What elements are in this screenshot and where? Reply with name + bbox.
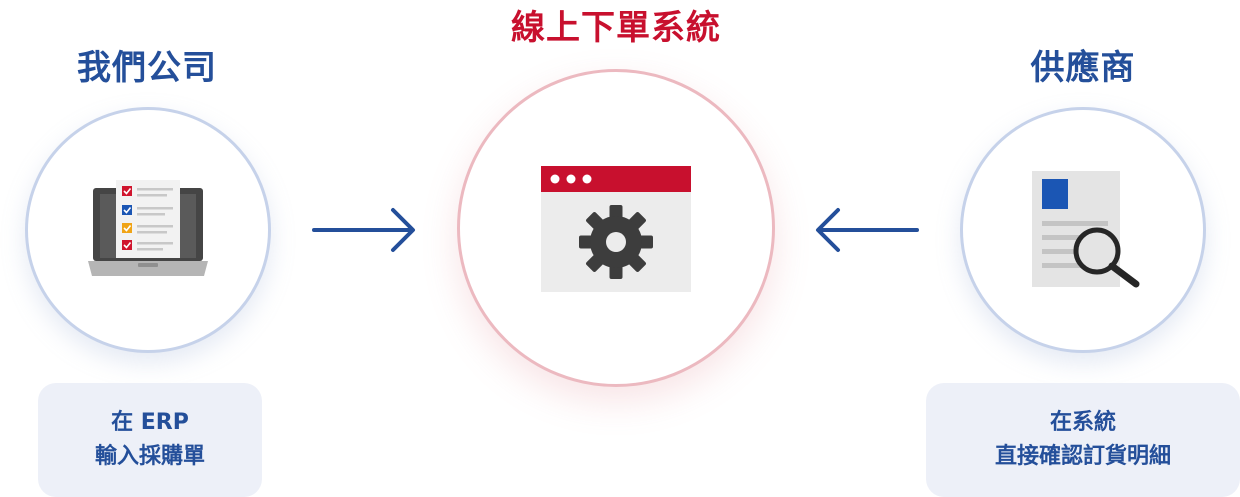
our-company-caption-line1: 在 ERP <box>111 410 189 435</box>
our-company-caption: 在 ERP 輸入採購單 <box>38 383 262 497</box>
laptop-checklist-icon <box>88 180 208 276</box>
supplier-title: 供應商 <box>1030 48 1136 88</box>
our-company-title: 我們公司 <box>77 48 217 88</box>
document-search-icon <box>1032 171 1140 288</box>
supplier-caption: 在系統 直接確認訂貨明細 <box>926 383 1240 497</box>
supplier-caption-line1: 在系統 <box>1049 410 1116 435</box>
browser-gear-icon <box>541 166 691 292</box>
system-title: 線上下單系統 <box>511 8 721 48</box>
supplier-caption-line2: 直接確認訂貨明細 <box>994 444 1171 469</box>
arrow-left-icon <box>816 208 919 252</box>
arrow-right-icon <box>312 208 415 252</box>
our-company-caption-line2: 輸入採購單 <box>94 444 205 469</box>
